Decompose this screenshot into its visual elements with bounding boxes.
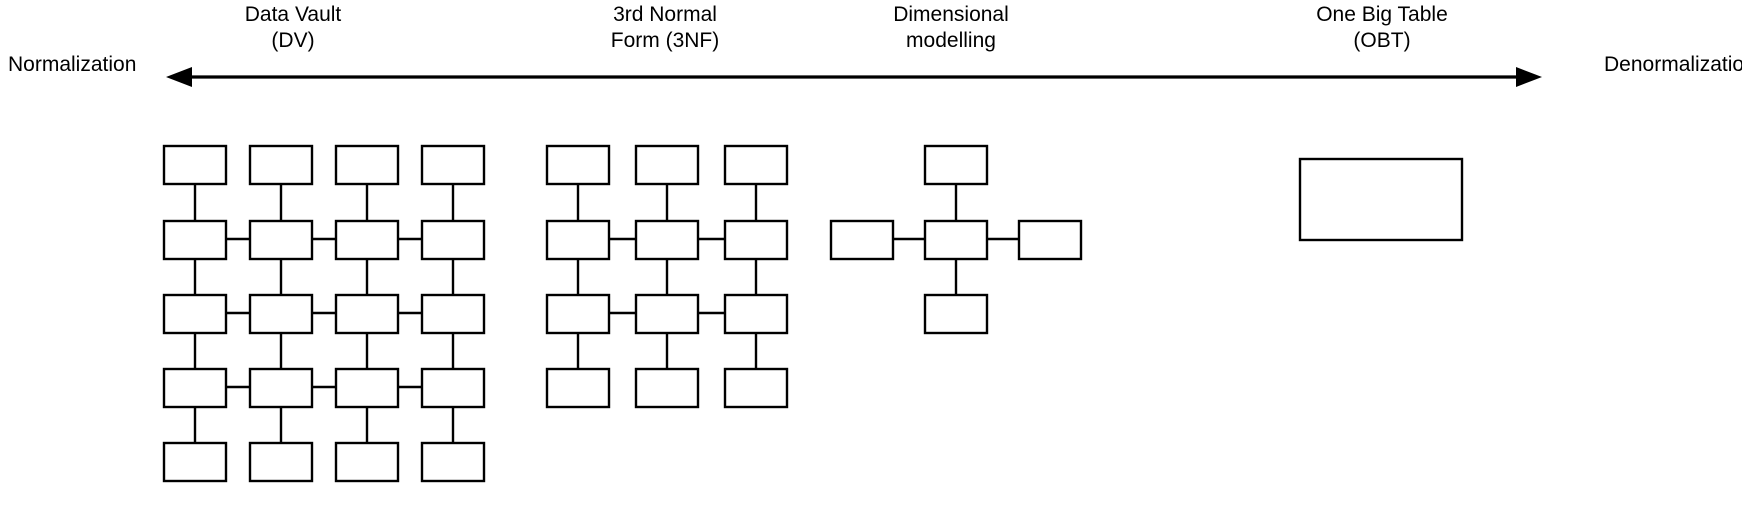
schema-box <box>723 293 789 335</box>
schema-box <box>162 441 228 483</box>
schema-box <box>162 367 228 409</box>
column-title-third-normal-form: 3rd Normal Form (3NF) <box>610 3 720 52</box>
schema-box <box>334 144 400 186</box>
schema-box <box>634 144 700 186</box>
schema-box <box>248 441 314 483</box>
schema-box <box>162 293 228 335</box>
schema-box <box>545 293 611 335</box>
schema-box <box>545 367 611 409</box>
axis-label-denormalization: Denormalization <box>1604 53 1742 76</box>
schema-box <box>420 144 486 186</box>
schema-box <box>248 293 314 335</box>
column-title-one-big-table: One Big Table (OBT) <box>1316 3 1448 52</box>
schema-box <box>420 441 486 483</box>
schema-box <box>334 293 400 335</box>
schema-third-normal-form <box>545 144 789 409</box>
schema-box <box>723 219 789 261</box>
schema-box <box>723 367 789 409</box>
schema-box <box>248 219 314 261</box>
schema-box <box>634 293 700 335</box>
schema-box-fact-center <box>923 219 989 261</box>
schema-box <box>248 144 314 186</box>
schema-box <box>334 441 400 483</box>
schema-dimensional-modelling <box>829 144 1083 335</box>
schema-box <box>634 367 700 409</box>
schema-box <box>545 219 611 261</box>
schema-box-dimension-top <box>923 144 989 186</box>
schema-box <box>723 144 789 186</box>
schema-box-one-big-table <box>1298 157 1464 242</box>
normalization-axis-arrow <box>166 67 1542 87</box>
schema-box <box>634 219 700 261</box>
column-title-dimensional-modelling: Dimensional modelling <box>893 3 1009 52</box>
schema-box <box>545 144 611 186</box>
schema-box <box>162 219 228 261</box>
schema-box-dimension-right <box>1017 219 1083 261</box>
schema-box-dimension-bottom <box>923 293 989 335</box>
schema-box <box>162 144 228 186</box>
schema-box <box>420 219 486 261</box>
arrowhead-right-icon <box>1516 67 1542 87</box>
schema-box <box>420 367 486 409</box>
schema-data-vault <box>162 144 486 483</box>
axis-label-normalization: Normalization <box>8 53 137 76</box>
schema-one-big-table <box>1298 157 1464 242</box>
schema-box <box>420 293 486 335</box>
schema-box-dimension-left <box>829 219 895 261</box>
schema-box <box>334 219 400 261</box>
arrowhead-left-icon <box>166 67 192 87</box>
schema-box <box>334 367 400 409</box>
column-title-data-vault: Data Vault (DV) <box>244 3 342 52</box>
schema-box <box>248 367 314 409</box>
